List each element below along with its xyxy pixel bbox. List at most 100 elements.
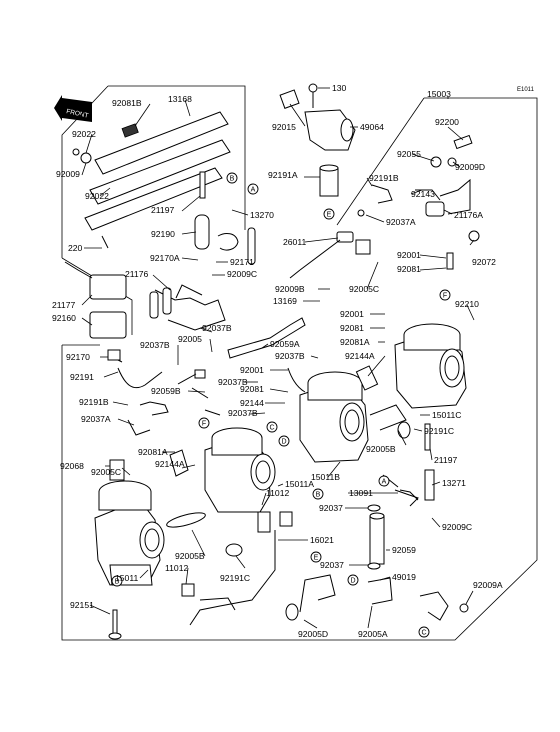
svg-text:A: A xyxy=(251,187,256,194)
part-label: 92144 xyxy=(240,398,264,408)
ref-symbol-f-1: F xyxy=(439,289,451,301)
ref-symbol-a-1: A xyxy=(247,183,259,195)
carburetor-4 xyxy=(394,323,467,409)
svg-text:E: E xyxy=(327,212,332,219)
part-label: 92081 xyxy=(240,384,264,394)
part-label: 92081 xyxy=(340,323,364,333)
part-label: 21197 xyxy=(434,455,457,465)
svg-text:B: B xyxy=(230,176,235,183)
leader-lines xyxy=(81,87,475,629)
svg-text:D: D xyxy=(350,578,355,585)
part-label: 92005B xyxy=(175,551,205,561)
part-label: 92171 xyxy=(230,257,254,267)
part-label: 21176 xyxy=(125,269,148,279)
ref-symbol-e-2: E xyxy=(310,551,322,563)
part-label: 13270 xyxy=(250,210,274,220)
svg-text:D: D xyxy=(281,439,286,446)
ref-symbol-a-2: A xyxy=(378,475,390,487)
ref-symbol-b-3: B xyxy=(111,575,123,587)
part-label: 16021 xyxy=(310,535,334,545)
part-label: 92059A xyxy=(270,339,300,349)
ref-symbol-f-2: F xyxy=(198,417,210,429)
part-label: 92001 xyxy=(340,309,364,319)
part-label: 92191A xyxy=(268,170,298,180)
part-label: 92144A xyxy=(155,459,185,469)
part-label: 15003 xyxy=(427,89,451,99)
part-label: 130 xyxy=(332,83,347,93)
part-label: 11012 xyxy=(165,563,188,573)
part-label: 92059 xyxy=(392,545,416,555)
part-label: 21176A xyxy=(454,210,483,220)
part-label: 92210 xyxy=(455,299,479,309)
part-label: 92170 xyxy=(66,352,90,362)
part-label: 92081A xyxy=(340,337,370,347)
part-label: 92009C xyxy=(227,269,257,279)
carburetor-2 xyxy=(204,427,276,513)
part-label: 92055 xyxy=(397,149,421,159)
top-center-parts xyxy=(279,83,356,197)
part-label: 92072 xyxy=(472,257,496,267)
reference-symbols: B A E F C D F B A B E D C xyxy=(111,172,451,638)
svg-text:B: B xyxy=(316,492,321,499)
part-label: 13168 xyxy=(168,94,192,104)
part-label: 92022 xyxy=(72,129,96,139)
part-label: 220 xyxy=(68,243,83,253)
part-label: 92009A xyxy=(473,580,503,590)
part-label: 92005C xyxy=(349,284,379,294)
part-callouts: 130 15003 92081B 13168 92015 49064 92200… xyxy=(52,83,503,639)
part-label: 21197 xyxy=(151,205,174,215)
part-label: 92081 xyxy=(397,264,421,274)
svg-text:E: E xyxy=(314,555,319,562)
part-label: 92143 xyxy=(411,189,435,199)
part-label: 92200 xyxy=(435,117,459,127)
left-upper-parts xyxy=(64,171,256,339)
part-label: 92015 xyxy=(272,122,296,132)
part-label: 92190 xyxy=(151,229,175,239)
part-label: 92081B xyxy=(112,98,142,108)
part-label: 92005C xyxy=(91,467,121,477)
part-label: 92001 xyxy=(397,250,421,260)
part-label: 15011 xyxy=(115,573,138,583)
part-label: 92191C xyxy=(220,573,250,583)
part-label: 92009C xyxy=(442,522,472,532)
front-label: FRONT xyxy=(66,108,89,120)
part-label: 92037A xyxy=(81,414,111,424)
part-label: 13169 xyxy=(273,296,297,306)
svg-text:C: C xyxy=(269,425,274,432)
part-label: 92037B xyxy=(275,351,305,361)
part-label: 92191 xyxy=(70,372,94,382)
part-label: 92059B xyxy=(151,386,181,396)
part-label: 92037A xyxy=(386,217,416,227)
ref-symbol-b-2: B xyxy=(312,488,324,500)
part-label: 92191B xyxy=(369,173,399,183)
part-label: 13091 xyxy=(349,488,373,498)
ref-symbol-d-1: D xyxy=(278,435,290,447)
part-label: 92001 xyxy=(240,365,264,375)
part-label: 92005A xyxy=(358,629,388,639)
part-label: 92037B xyxy=(202,323,232,333)
fuel-rail xyxy=(72,111,231,231)
part-label: 92081A xyxy=(138,447,168,457)
part-label: 26011 xyxy=(283,237,306,247)
part-label: 92144A xyxy=(345,351,375,361)
ref-symbol-c-1: C xyxy=(266,421,278,433)
ref-symbol-e-1: E xyxy=(323,208,335,220)
part-label: 15011A xyxy=(285,479,314,489)
part-label: 49064 xyxy=(360,122,384,132)
part-label: 92191C xyxy=(424,426,454,436)
diagram-code: E1011 xyxy=(517,87,535,93)
svg-text:F: F xyxy=(202,421,206,428)
carburetor-3 xyxy=(299,371,369,463)
part-label: 92037B xyxy=(140,340,170,350)
part-label: 92037B xyxy=(228,408,258,418)
part-label: 21177 xyxy=(52,300,75,310)
part-label: 11012 xyxy=(266,488,289,498)
carburetor-1 xyxy=(94,480,165,586)
part-label: 49019 xyxy=(392,572,416,582)
top-right-parts xyxy=(289,134,480,279)
part-label: 92068 xyxy=(60,461,84,471)
svg-text:F: F xyxy=(443,293,447,300)
part-label: 92005D xyxy=(298,629,328,639)
part-label: 92005B xyxy=(366,444,396,454)
